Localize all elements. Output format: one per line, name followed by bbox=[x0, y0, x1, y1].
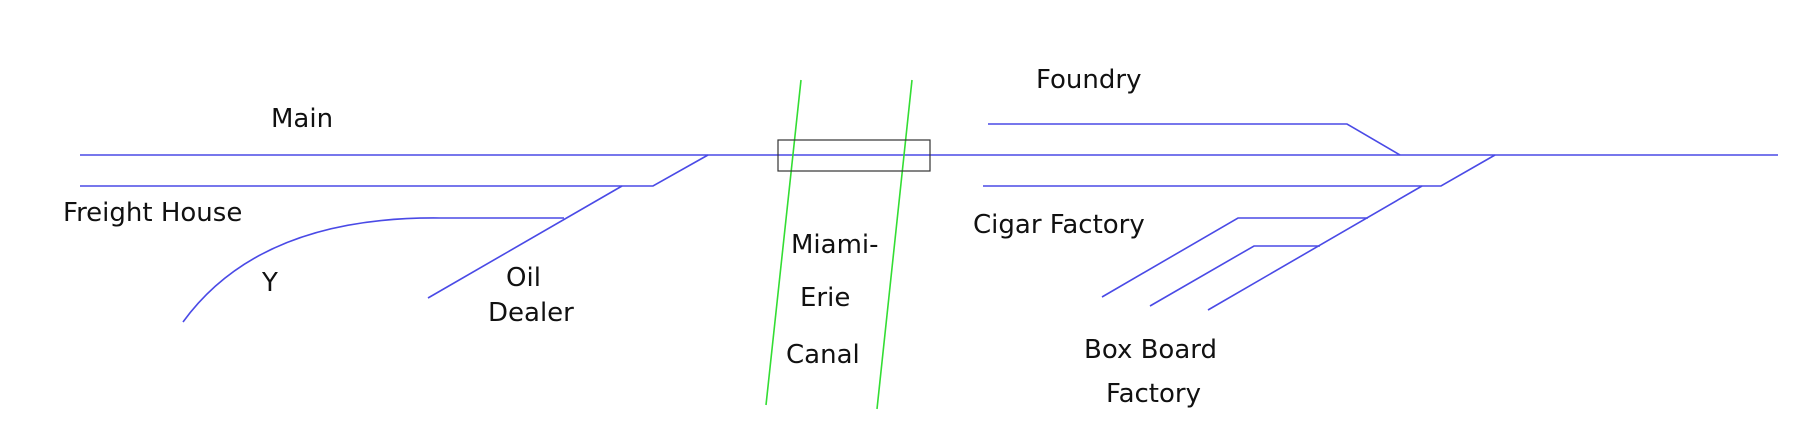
freight-house-label: Freight House bbox=[63, 198, 243, 228]
canal-west-bank bbox=[765, 79, 802, 406]
wye-track bbox=[182, 217, 564, 323]
main-label: Main bbox=[271, 104, 334, 134]
box-board-lead-track bbox=[1207, 185, 1423, 311]
dealer-label: Dealer bbox=[488, 298, 574, 328]
cigar-factory-track bbox=[983, 154, 1496, 187]
canal-bridge bbox=[777, 139, 931, 172]
oil-dealer-track bbox=[427, 185, 623, 299]
foundry-track bbox=[988, 123, 1401, 156]
factory-label: Factory bbox=[1106, 379, 1201, 409]
box-board-spur-1 bbox=[1101, 217, 1368, 298]
erie-label: Erie bbox=[800, 283, 851, 313]
box-board-label: Box Board bbox=[1084, 335, 1218, 365]
canal-east-bank bbox=[876, 79, 913, 410]
miami-label: Miami- bbox=[791, 230, 879, 260]
canal-label: Canal bbox=[786, 340, 860, 370]
foundry-label: Foundry bbox=[1036, 65, 1142, 95]
cigar-factory-label: Cigar Factory bbox=[973, 210, 1145, 240]
box-board-spur-2 bbox=[1149, 245, 1320, 307]
wye-label: Y bbox=[262, 268, 278, 298]
oil-label: Oil bbox=[506, 263, 541, 293]
freight-house-track bbox=[80, 154, 709, 187]
